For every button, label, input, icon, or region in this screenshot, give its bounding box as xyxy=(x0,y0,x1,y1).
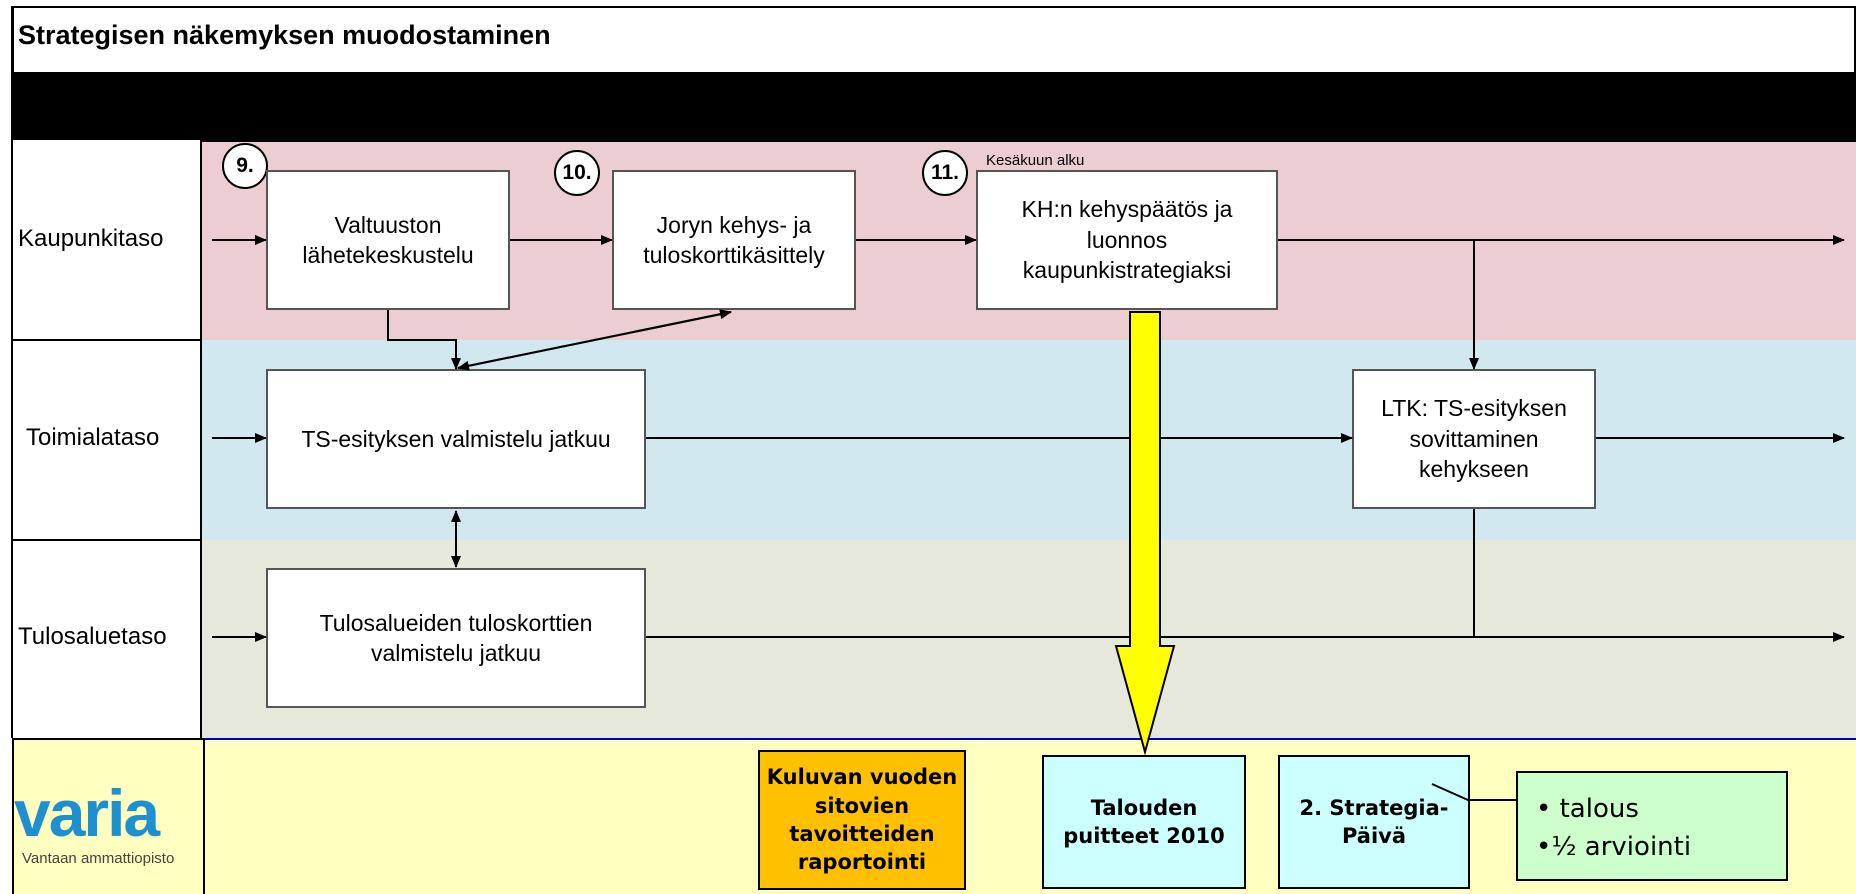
topics-box: • talous •½ arviointi xyxy=(1516,771,1788,881)
step-number-11: 11. xyxy=(922,150,968,196)
diagram-title: Strategisen näkemyksen muodostaminen xyxy=(18,20,551,50)
callout-line xyxy=(1431,783,1516,801)
step-number-9: 9. xyxy=(222,143,268,189)
lane-label-sector: Toimialataso xyxy=(26,424,160,451)
step-11-note: Kesäkuun alku xyxy=(986,152,1085,169)
finance-box: Talouden puitteet 2010 xyxy=(1042,755,1246,889)
step-9-box: Valtuuston lähetekeskustelu xyxy=(266,170,510,310)
topic-item: • talous xyxy=(1536,794,1639,824)
lane-label-result: Tulosaluetaso xyxy=(18,623,167,650)
finance-arrow xyxy=(1114,311,1176,756)
lane-label-column xyxy=(12,140,201,738)
header-band xyxy=(12,72,1856,140)
step-11-box: KH:n kehyspäätös ja luonnos kaupunkistra… xyxy=(976,170,1278,310)
ltk-box: LTK: TS-esityksen sovittaminen kehykseen xyxy=(1352,369,1596,509)
title-bar xyxy=(12,6,1856,72)
reporting-box: Kuluvan vuoden sitovien tavoitteiden rap… xyxy=(758,750,966,890)
logo-wordmark: varia xyxy=(14,776,160,850)
topic-item: •½ arviointi xyxy=(1536,831,1692,862)
lane-label-city: Kaupunkitaso xyxy=(18,225,164,252)
logo-tagline: Vantaan ammattiopisto xyxy=(22,850,175,867)
step-10-box: Joryn kehys- ja tuloskorttikäsittely xyxy=(612,170,856,310)
logo-panel: varia Vantaan ammattiopisto xyxy=(12,738,205,894)
strategy-day-box: 2. Strategia-Päivä xyxy=(1278,755,1470,889)
arrow-10-to-ts xyxy=(457,311,732,371)
result-prep-box: Tulosalueiden tuloskorttien valmistelu j… xyxy=(266,568,646,708)
step-number-10: 10. xyxy=(554,150,600,196)
arrow-9-to-ts xyxy=(387,310,461,370)
ts-prep-box: TS-esityksen valmistelu jatkuu xyxy=(266,369,646,509)
